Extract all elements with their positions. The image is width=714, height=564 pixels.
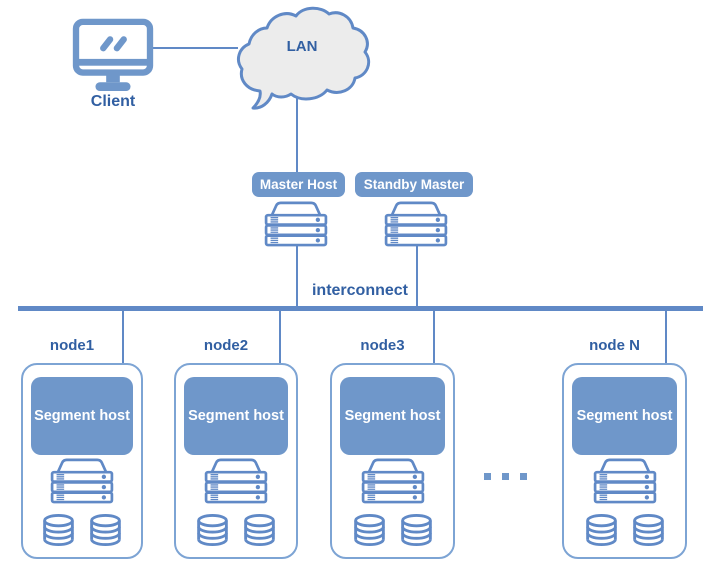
dot (520, 473, 527, 480)
node1-drop-connector (122, 308, 124, 365)
database-cylinder-icon (241, 513, 279, 547)
segment-server-icon (198, 457, 274, 507)
segment-server-icon (355, 457, 431, 507)
database-cylinder-icon (40, 513, 78, 547)
database-cylinder-icon (194, 513, 232, 547)
segment-host-badge: Segment host (31, 377, 133, 455)
standby-server-icon (378, 200, 454, 250)
storage-group (40, 513, 125, 547)
master-server-icon (258, 200, 334, 250)
database-cylinder-icon (350, 513, 388, 547)
node3-drop-connector (433, 308, 435, 365)
client-computer-icon (72, 18, 154, 92)
node2-box: Segment host (174, 363, 298, 559)
standby-interconnect-connector (416, 245, 418, 307)
standby-master-badge: Standby Master (355, 172, 473, 197)
node2-drop-connector (279, 308, 281, 365)
segment-server-icon (44, 457, 120, 507)
nodeN-drop-connector (665, 308, 667, 365)
interconnect-label: interconnect (311, 282, 408, 299)
segment-host-badge: Segment host (572, 377, 677, 455)
client-label: Client (90, 93, 136, 110)
master-interconnect-connector (296, 245, 298, 307)
lan-master-connector (296, 88, 298, 173)
node1-box: Segment host (21, 363, 143, 559)
node1-label: node1 (49, 337, 95, 354)
interconnect-bus (18, 306, 703, 311)
storage-group (350, 513, 435, 547)
node3-label: node3 (360, 337, 405, 354)
segment-host-badge: Segment host (340, 377, 445, 455)
database-cylinder-icon (397, 513, 435, 547)
lan-label: LAN (286, 38, 318, 55)
database-cylinder-icon (87, 513, 125, 547)
dot (502, 473, 509, 480)
database-cylinder-icon (629, 513, 667, 547)
client-lan-connector (150, 47, 238, 49)
nodeN-label: node N (589, 337, 640, 354)
database-cylinder-icon (582, 513, 620, 547)
lan-cloud-icon (233, 6, 373, 110)
storage-group (194, 513, 279, 547)
master-host-badge: Master Host (252, 172, 345, 197)
node3-box: Segment host (330, 363, 455, 559)
storage-group (582, 513, 667, 547)
segment-server-icon (587, 457, 663, 507)
node2-label: node2 (203, 337, 249, 354)
segment-host-badge: Segment host (184, 377, 288, 455)
dot (484, 473, 491, 480)
ellipsis-dots (484, 473, 527, 480)
nodeN-box: Segment host (562, 363, 687, 559)
